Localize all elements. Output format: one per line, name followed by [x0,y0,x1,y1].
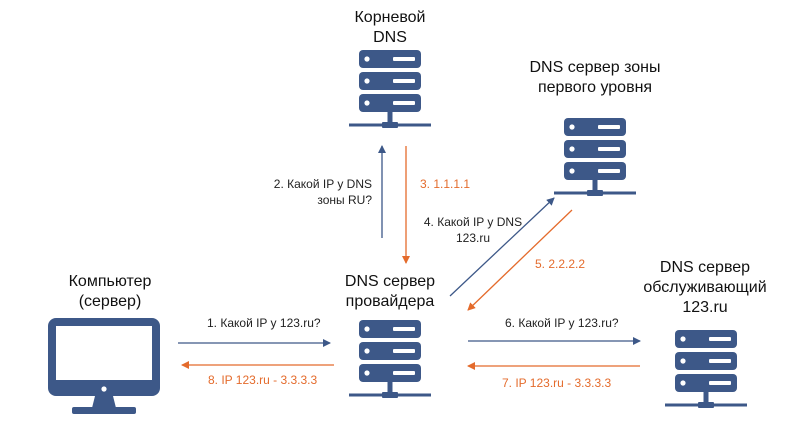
computer-label-line2: (сервер) [78,293,142,310]
arrow-step-4 [449,197,555,297]
computer-label-line1: Компьютер [68,273,152,290]
tld-dns-label: DNS сервер зоны первого уровня [525,58,665,98]
provider-dns-label: DNS сервер провайдера [330,272,450,312]
step-7-label: 7. IP 123.ru - 3.3.3.3 [502,376,612,390]
tld-dns-label-line1: DNS сервер зоны [529,59,661,76]
provider-dns-server-icon [349,320,431,398]
step-8-label: 8. IP 123.ru - 3.3.3.3 [208,373,318,387]
root-dns-label-line1: Корневой [354,9,426,26]
step-3-label: 3. 1.1.1.1 [420,177,471,191]
computer-monitor-icon [48,318,160,414]
provider-dns-label-line2: провайдера [345,293,435,310]
root-dns-label-line2: DNS [373,29,407,46]
step-4-line2: 123.ru [455,231,491,245]
tld-dns-label-line2: первого уровня [537,79,653,96]
step-6-label: 6. Какой IP у 123.ru? [505,316,619,330]
tld-dns-server-icon [554,118,636,196]
provider-dns-label-line1: DNS сервер [344,273,436,290]
root-dns-label: Корневой DNS [330,8,450,48]
root-dns-server-icon [349,50,431,128]
step-1-label: 1. Какой IP у 123.ru? [207,316,321,330]
arrow-step-5 [467,209,573,311]
authoritative-dns-label-line3: 123.ru [682,299,728,316]
step-2-line2: зоны RU? [317,193,372,207]
authoritative-dns-label-line2: обслуживающий [643,279,767,296]
authoritative-dns-label: DNS сервер обслуживающий 123.ru [635,258,775,318]
step-2-label: 2. Какой IP у DNS зоны RU? [262,176,372,208]
step-4-line1: 4. Какой IP у DNS [423,215,523,229]
authoritative-dns-label-line1: DNS сервер [659,259,751,276]
computer-label: Компьютер (сервер) [40,272,180,312]
step-5-label: 5. 2.2.2.2 [535,257,586,271]
step-4-label: 4. Какой IP у DNS 123.ru [418,214,528,246]
authoritative-dns-server-icon [665,330,747,408]
step-2-line1: 2. Какой IP у DNS [273,177,372,191]
